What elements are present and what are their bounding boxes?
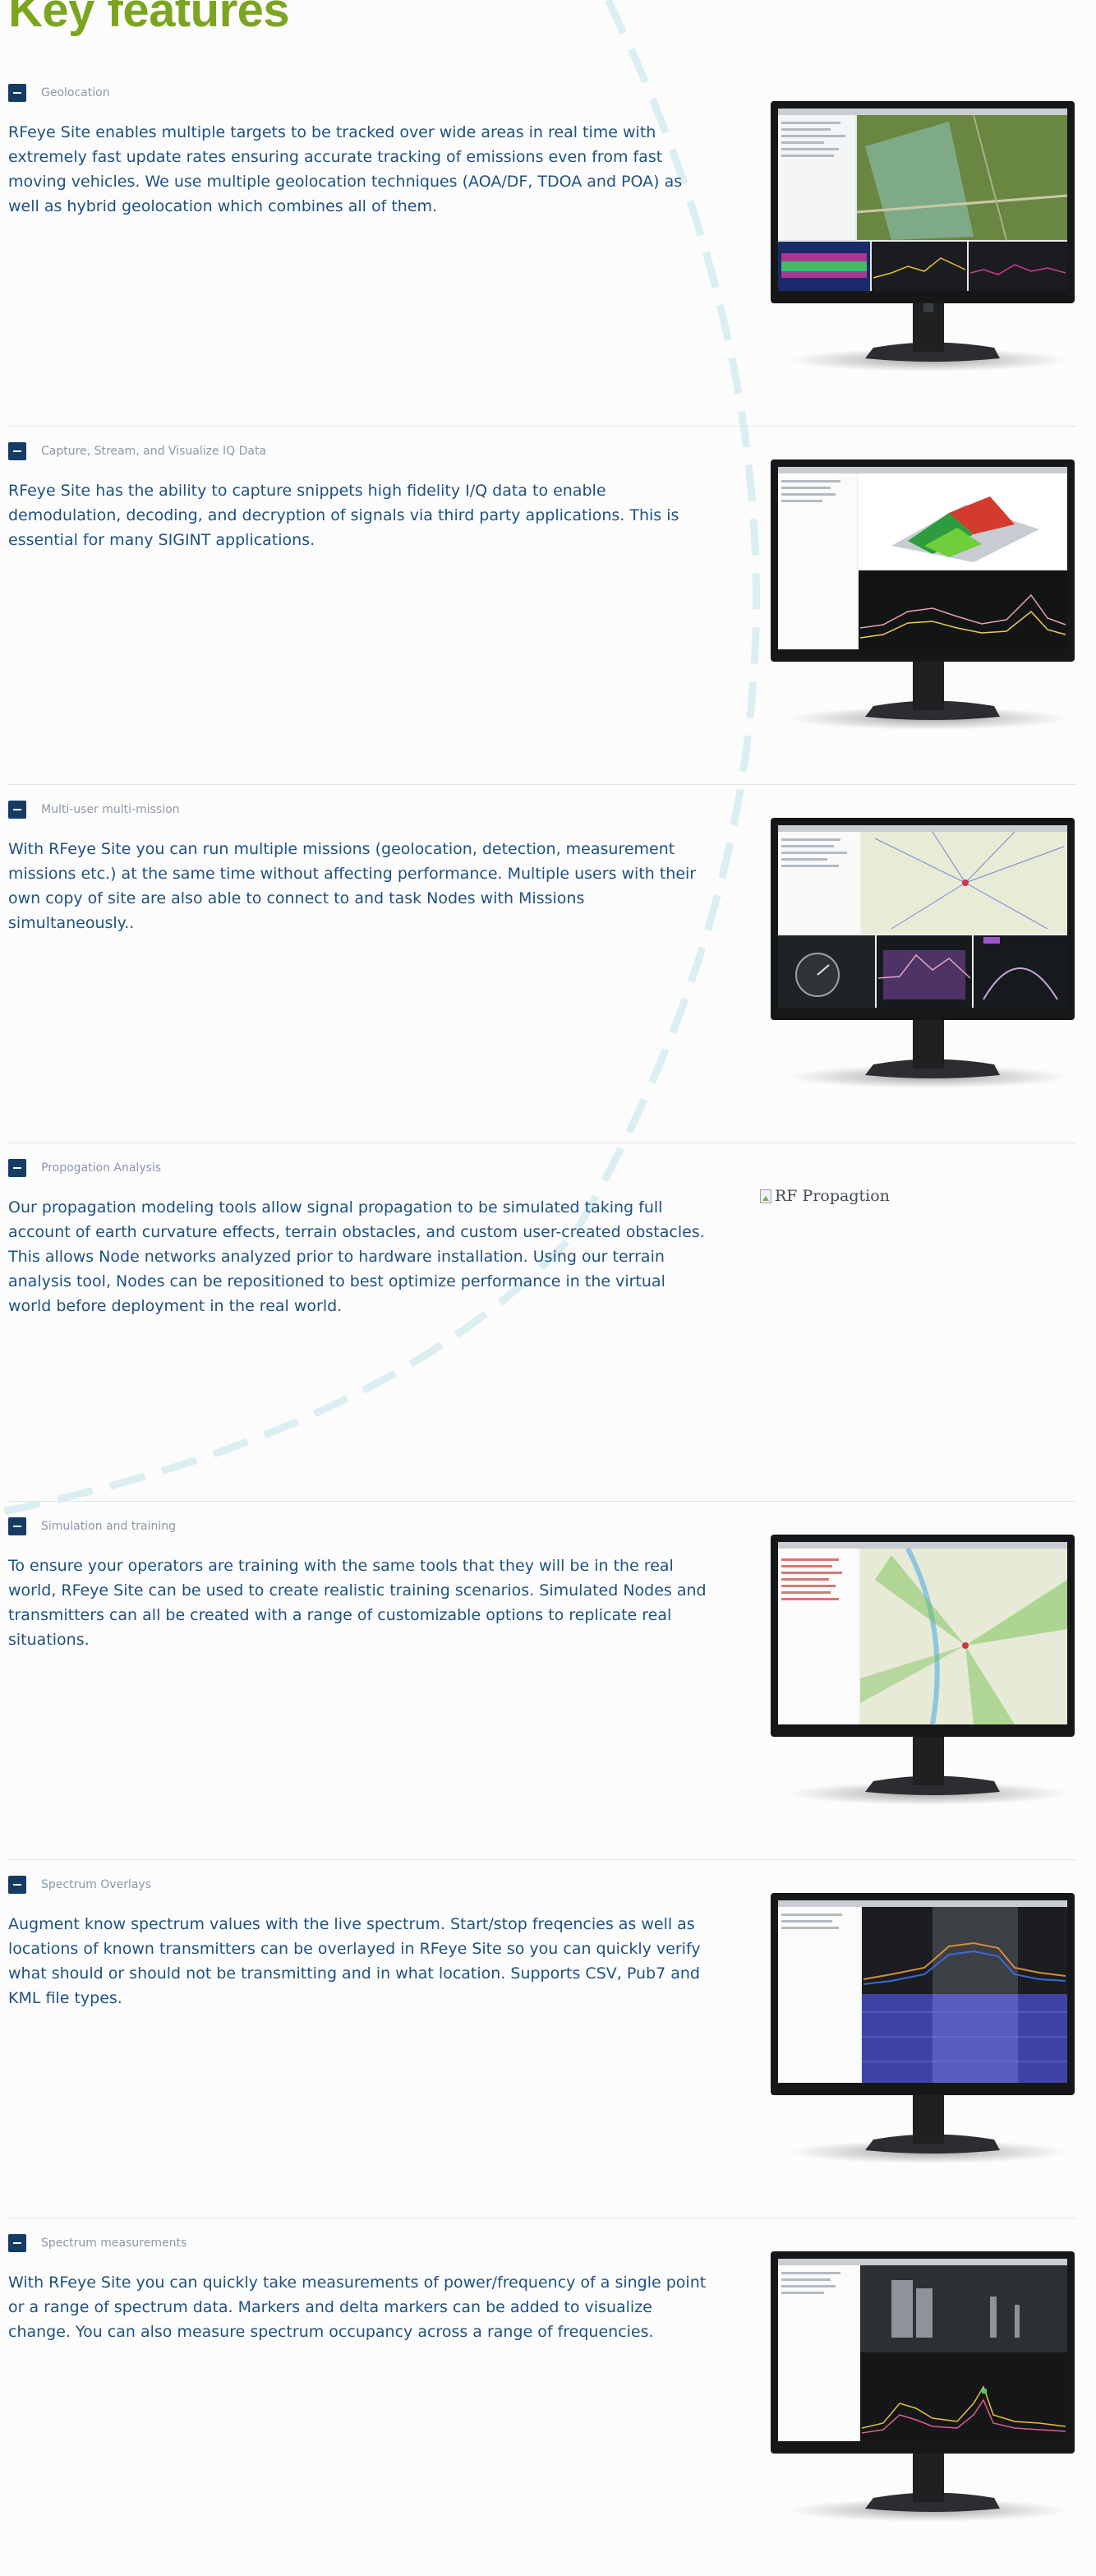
feature-title[interactable]: Multi-user multi-mission — [41, 803, 180, 816]
monitor-image — [768, 814, 1080, 1093]
section-divider — [8, 426, 1076, 427]
monitor-image — [768, 1530, 1080, 1810]
feature-multi-mission: Multi-user multi-mission With RFeye Site… — [0, 784, 1076, 1143]
feature-title[interactable]: Simulation and training — [41, 1520, 177, 1533]
feature-description: RFeye Site has the ability to capture sn… — [8, 482, 679, 549]
feature-geolocation: Geolocation RFeye Site enables multiple … — [0, 67, 1076, 426]
collapse-toggle-icon[interactable] — [8, 442, 26, 460]
image-alt-text: RF Propagtion — [775, 1187, 890, 1205]
feature-spectrum-measurements: Spectrum measurements With RFeye Site yo… — [0, 2218, 1076, 2576]
feature-description: To ensure your operators are training wi… — [8, 1557, 707, 1649]
feature-title[interactable]: Spectrum Overlays — [41, 1878, 152, 1891]
feature-title[interactable]: Capture, Stream, and Visualize IQ Data — [41, 445, 267, 458]
feature-description: RFeye Site enables multiple targets to b… — [8, 123, 683, 215]
feature-title[interactable]: Geolocation — [41, 86, 110, 99]
monitor-image — [768, 97, 1080, 376]
feature-description: Augment know spectrum values with the li… — [8, 1915, 701, 2007]
feature-spectrum-overlays: Spectrum Overlays Augment know spectrum … — [0, 1859, 1076, 2218]
broken-image-icon — [760, 1189, 771, 1203]
collapse-toggle-icon[interactable] — [8, 1517, 26, 1535]
feature-title[interactable]: Spectrum measurements — [41, 2237, 187, 2250]
collapse-toggle-icon[interactable] — [8, 1159, 26, 1177]
feature-description: With RFeye Site you can run multiple mis… — [8, 840, 697, 932]
broken-image: RF Propagtion — [760, 1187, 890, 1205]
page-title: Key features — [8, 0, 290, 37]
section-divider — [8, 1859, 1076, 1860]
section-divider — [8, 784, 1076, 785]
collapse-toggle-icon[interactable] — [8, 801, 26, 819]
collapse-toggle-icon[interactable] — [8, 1876, 26, 1894]
monitor-image — [768, 2247, 1080, 2527]
feature-propagation: Propogation Analysis Our propagation mod… — [0, 1143, 1076, 1501]
section-divider — [8, 1501, 1076, 1502]
collapse-toggle-icon[interactable] — [8, 84, 26, 102]
monitor-image — [768, 455, 1080, 735]
collapse-toggle-icon[interactable] — [8, 2234, 26, 2252]
feature-title[interactable]: Propogation Analysis — [41, 1161, 162, 1175]
feature-iq-data: Capture, Stream, and Visualize IQ Data R… — [0, 426, 1076, 784]
feature-simulation: Simulation and training To ensure your o… — [0, 1501, 1076, 1859]
feature-description: Our propagation modeling tools allow sig… — [8, 1198, 705, 1315]
monitor-image — [768, 1889, 1080, 2168]
feature-description: With RFeye Site you can quickly take mea… — [8, 2274, 707, 2341]
